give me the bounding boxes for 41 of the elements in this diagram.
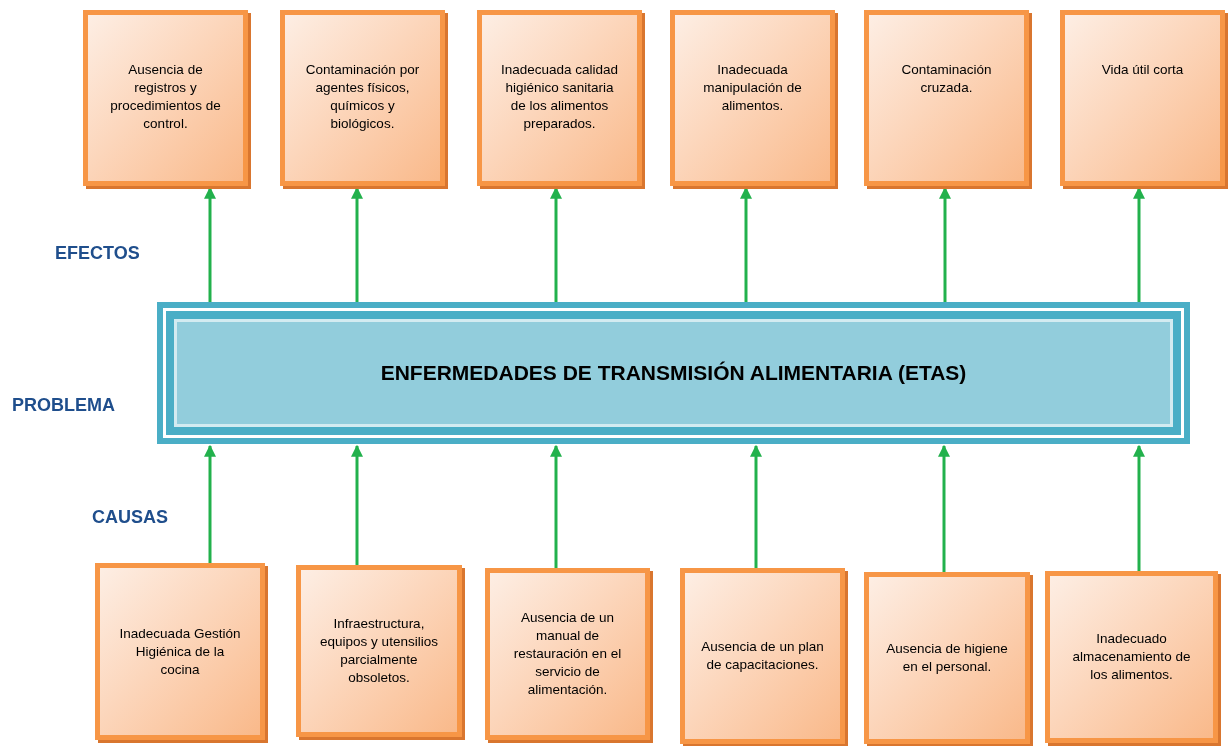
- section-label: EFECTOS: [55, 242, 140, 265]
- box-text: Inadecuada manipulación de alimentos.: [702, 61, 803, 115]
- cause-box: [95, 563, 265, 740]
- cause-box: [680, 568, 845, 744]
- effect-box: [280, 10, 445, 186]
- arrow: [1133, 186, 1145, 302]
- box-text: Ausencia de registros y procedimientos de control.: [109, 61, 222, 133]
- box-text: Contaminación por agentes físicos, químicos y biológicos.: [304, 61, 421, 133]
- effect-box: [477, 10, 642, 186]
- arrow: [740, 186, 752, 302]
- arrow: [550, 444, 562, 568]
- arrow: [204, 444, 216, 563]
- section-label: CAUSAS: [92, 506, 168, 529]
- arrow: [204, 186, 216, 302]
- arrow: [351, 444, 363, 565]
- problem-box: [157, 302, 1190, 444]
- problem-text: ENFERMEDADES DE TRANSMISIÓN ALIMENTARIA (ETAS): [380, 360, 967, 387]
- effect-box: [670, 10, 835, 186]
- box-text: Inadecuada Gestión Higiénica de la cocina: [118, 624, 242, 679]
- box-text: Contaminación cruzada.: [900, 61, 993, 97]
- arrow: [1133, 444, 1145, 571]
- arrow: [750, 444, 762, 568]
- arrow: [550, 186, 562, 302]
- box-text: Vida útil corta: [1101, 61, 1184, 79]
- box-text: Ausencia de un manual de restauración en el servicio de alimentación.: [512, 609, 623, 699]
- arrow: [938, 444, 950, 572]
- arrow: [351, 186, 363, 302]
- effect-box: [1060, 10, 1225, 186]
- arrow: [939, 186, 951, 302]
- box-text: Inadecuado almacenamiento de los alimentos.: [1071, 630, 1192, 684]
- cause-box: [296, 565, 462, 737]
- effect-box: [83, 10, 248, 186]
- cause-box: [485, 568, 650, 740]
- box-text: Ausencia de higiene en el personal.: [885, 640, 1009, 676]
- box-text: Infraestructura, equipos y utensilios parcialmente obsoletos.: [319, 615, 439, 687]
- box-text: Ausencia de un plan de capacitaciones.: [701, 638, 824, 674]
- effect-box: [864, 10, 1029, 186]
- box-text: Inadecuada calidad higiénico sanitaria de los alimentos preparados.: [499, 61, 620, 133]
- cause-box: [864, 572, 1030, 744]
- section-label: PROBLEMA: [12, 394, 115, 417]
- cause-box: [1045, 571, 1218, 743]
